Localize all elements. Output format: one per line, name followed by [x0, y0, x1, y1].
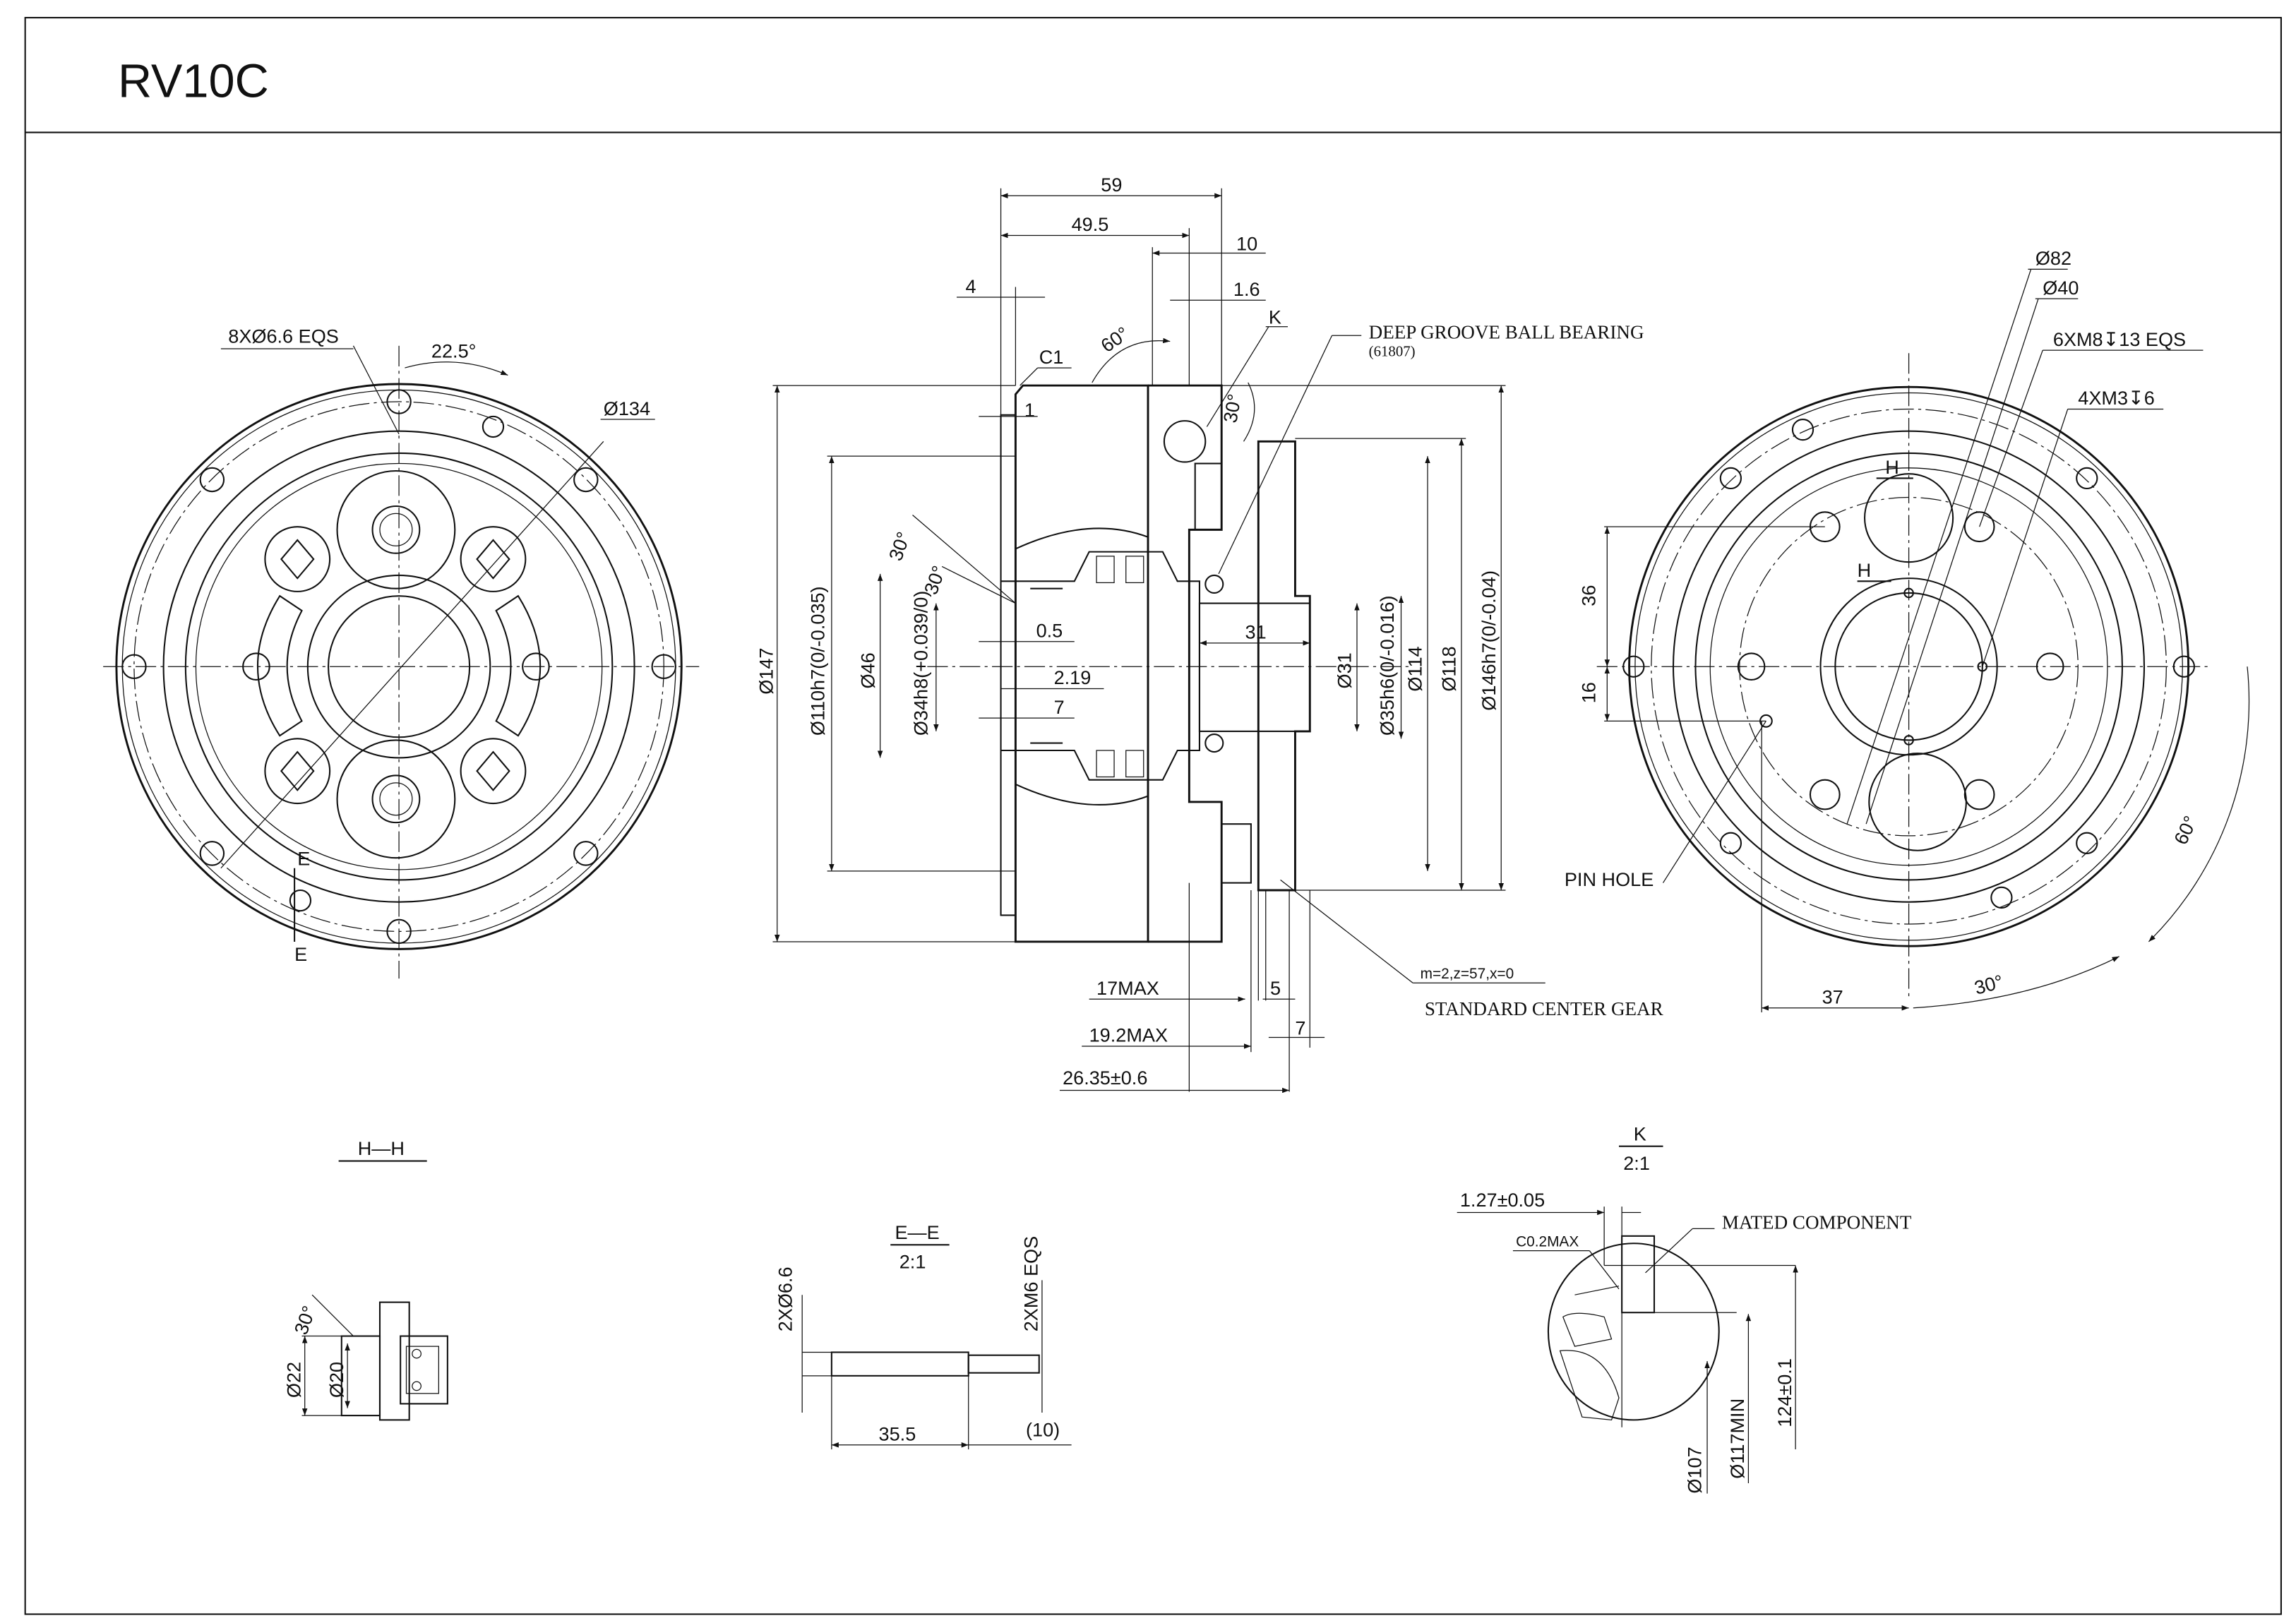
dia-31: Ø31 — [1334, 652, 1356, 688]
dia-118: Ø118 — [1438, 646, 1460, 691]
dim-10: 10 — [1236, 232, 1257, 254]
detail-k: K 2:1 1.27±0.05 C0.2MAX MATED COMPONENT … — [1457, 1122, 1912, 1494]
dim-1-6: 1.6 — [1233, 278, 1260, 300]
dia-22: Ø22 — [282, 1362, 304, 1398]
dim-19-2max: 19.2MAX — [1089, 1024, 1168, 1046]
dim-10: (10) — [1026, 1418, 1060, 1440]
hex-bolts — [264, 526, 527, 805]
section-mark-e-bottom: E — [294, 943, 307, 965]
dia-20: Ø20 — [325, 1362, 347, 1398]
dia-114: Ø114 — [1404, 646, 1426, 691]
dim-7-inner: 7 — [1054, 696, 1065, 718]
dim-59: 59 — [1101, 174, 1122, 196]
thread-m3: 4XM3↧6 — [2078, 387, 2155, 409]
drawing-title: RV10C — [118, 56, 269, 108]
dim-5: 5 — [1270, 977, 1281, 999]
hatched-seal-ring — [1673, 430, 2145, 903]
section-ee-scale: 2:1 — [899, 1251, 926, 1273]
dia-146: Ø146h7(0/-0.04) — [1478, 570, 1500, 711]
mounting-holes — [121, 389, 676, 945]
detail-k-scale: 2:1 — [1623, 1152, 1650, 1174]
dim-35-5: 35.5 — [879, 1423, 916, 1445]
holes-label: 2XØ6.6 — [775, 1266, 796, 1331]
drawing-frame: RV10C — [24, 16, 2282, 1615]
threaded-holes — [1622, 418, 2195, 909]
chamfer-c1: C1 — [1039, 346, 1064, 368]
dim-37: 37 — [1822, 986, 1843, 1008]
gear-label: STANDARD CENTER GEAR — [1425, 998, 1664, 1019]
holes-label: 8XØ6.6 EQS — [228, 325, 339, 347]
dim-36: 36 — [1578, 585, 1600, 606]
dia-82: Ø82 — [2035, 247, 2071, 269]
section-ee-title: E—E — [895, 1221, 939, 1243]
dia-35: Ø35h6(0/-0.016) — [1376, 595, 1398, 736]
bearing-label: DEEP GROOVE BALL BEARING — [1369, 321, 1644, 342]
gear-params: m=2,z=57,x=0 — [1421, 966, 1514, 982]
dim-17max: 17MAX — [1096, 977, 1159, 999]
dim-26-35: 26.35±0.6 — [1063, 1067, 1147, 1089]
dim-49-5: 49.5 — [1072, 213, 1109, 235]
thread-m8: 6XM8↧13 EQS — [2053, 328, 2186, 350]
section-mark-e-top: E — [297, 848, 310, 870]
planet-gears — [336, 469, 456, 859]
dim-7-outer: 7 — [1295, 1017, 1305, 1038]
dia-34: Ø34h8(+0.039/0) — [909, 591, 931, 736]
mated-component-label: MATED COMPONENT — [1722, 1211, 1912, 1233]
pcd-label: Ø134 — [604, 397, 650, 419]
dia-147: Ø147 — [755, 648, 777, 695]
detail-mark-k: K — [1269, 306, 1281, 328]
front-view: 8XØ6.6 EQS 22.5° Ø134 E E — [103, 325, 700, 979]
dim-4: 4 — [966, 275, 976, 297]
dia-107: Ø107 — [1684, 1447, 1706, 1493]
dia-117: Ø117MIN — [1726, 1399, 1748, 1479]
detail-k-title: K — [1634, 1122, 1646, 1144]
dim-1-27: 1.27±0.05 — [1460, 1189, 1545, 1211]
bearing-code: (61807) — [1369, 342, 1416, 359]
section-h-bottom: H — [1858, 559, 1872, 581]
dim-16: 16 — [1578, 682, 1600, 703]
dia-110: Ø110h7(0/-0.035) — [806, 586, 828, 736]
threads-label: 2XM6 EQS — [1020, 1236, 1042, 1331]
dim-2-19: 2.19 — [1054, 666, 1092, 688]
chamfer-label: C0.2MAX — [1516, 1233, 1579, 1250]
section-h-top: H — [1885, 456, 1899, 478]
dim-0-5: 0.5 — [1036, 620, 1063, 642]
dia-46: Ø46 — [856, 652, 878, 688]
section-ee: E—E 2:1 2XØ6.6 2XM6 EQS 35.5 (10) — [775, 1221, 1072, 1450]
dia-40: Ø40 — [2043, 277, 2079, 299]
side-view: 59 49.5 10 4 1.6 K 60° C1 1 30° DEEP GRO… — [755, 174, 1664, 1094]
angle-label: 22.5° — [431, 340, 477, 361]
rear-view: Ø82 Ø40 6XM8↧13 EQS 4XM3↧6 H H 36 16 PIN… — [1565, 247, 2250, 1013]
pin-hole-label: PIN HOLE — [1565, 868, 1654, 890]
angle-30-top: 30° — [1219, 393, 1245, 425]
section-hh-title: H—H — [358, 1137, 405, 1159]
dim-31: 31 — [1245, 621, 1267, 643]
dim-124: 124±0.1 — [1774, 1358, 1795, 1427]
dim-1: 1 — [1024, 399, 1035, 421]
